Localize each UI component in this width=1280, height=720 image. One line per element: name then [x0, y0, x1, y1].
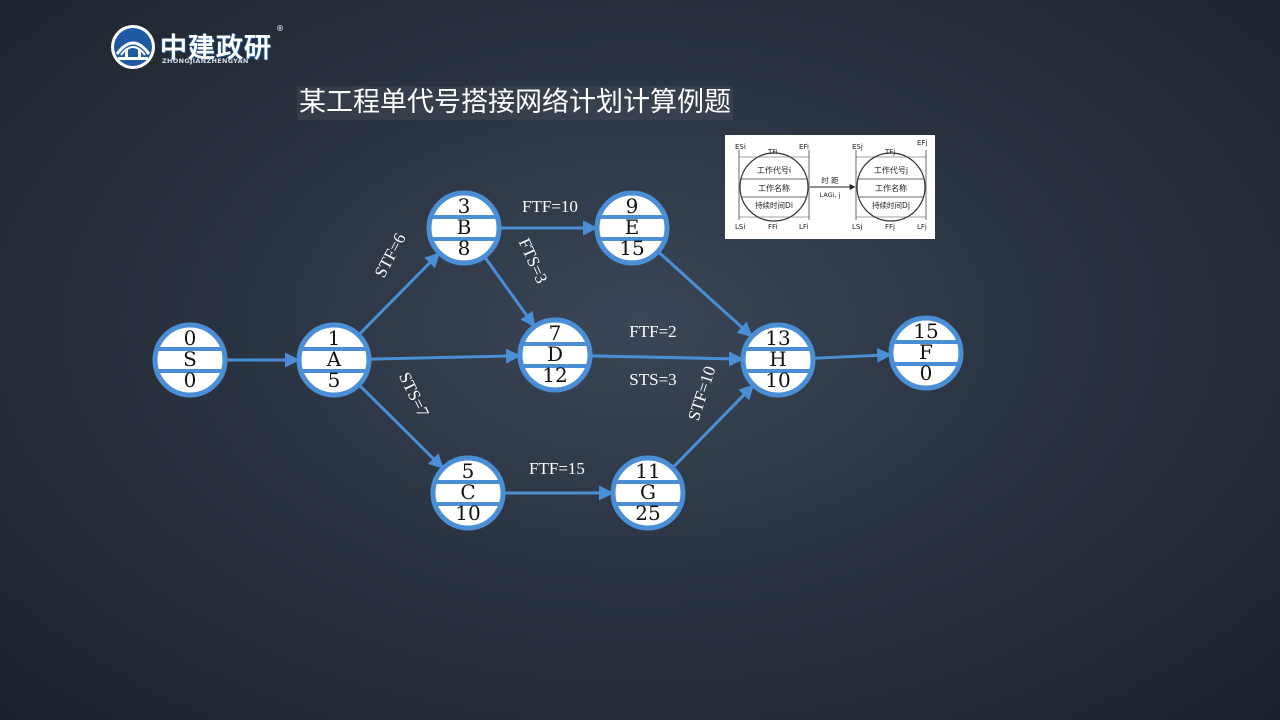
edge-A-C [359, 385, 444, 470]
node-A-top: 1 [328, 326, 341, 350]
node-D-bottom: 12 [542, 363, 567, 387]
legend-left-es: ESi [735, 143, 746, 151]
node-E-top: 9 [626, 194, 639, 218]
edge-D-H [591, 351, 745, 367]
node-G-name: G [640, 480, 656, 504]
edge-H-F [814, 347, 893, 363]
logo-name: 中建政研 [160, 33, 272, 64]
legend-node-notation: 工作代号i 工作名称 持续时间Di ESi TFi EFi LSi FFi LF… [725, 135, 935, 239]
legend-left-ff: FFi [768, 223, 778, 231]
legend-arrow-bottom-label: LAGi, j [820, 191, 841, 199]
legend-left-tf: TFi [767, 148, 778, 156]
node-G-bottom: 25 [635, 501, 660, 525]
edge-label-B-D: FTS=3 [515, 235, 552, 286]
edge-E-H [658, 251, 753, 338]
logo-registered-mark: ® [276, 24, 284, 33]
node-E-bottom: 15 [619, 236, 644, 260]
node-B-top: 3 [458, 194, 471, 218]
company-logo: 中建政研 ® ZHONGJIANZHENGYAN [110, 24, 300, 72]
logo-emblem-icon [111, 25, 155, 69]
node-B-bottom: 8 [458, 236, 471, 260]
legend-diagram: 工作代号i 工作名称 持续时间Di ESi TFi EFi LSi FFi LF… [735, 139, 927, 231]
node-S: 0S0 [152, 322, 228, 398]
legend-left-lf: LFi [799, 223, 808, 231]
legend-right-ef: EFj [917, 139, 927, 147]
legend-right-node: 工作代号j 工作名称 持续时间Dj ESj TFj EFj LSj FFj LF… [852, 139, 927, 231]
node-S-bottom: 0 [184, 368, 197, 392]
legend-right-line-2: 工作名称 [875, 183, 907, 193]
node-C-bottom: 10 [455, 501, 480, 525]
edge-label-G-H: STF=10 [684, 364, 719, 423]
legend-right-ls: LSj [852, 223, 862, 231]
node-A: 1A5 [296, 322, 372, 398]
edge-G-H [672, 384, 755, 468]
logo-subtitle: ZHONGJIANZHENGYAN [162, 57, 249, 65]
edge-label-B-E: FTF=10 [522, 197, 578, 216]
legend-left-ls: LSi [735, 223, 745, 231]
node-G-top: 11 [635, 459, 660, 483]
node-A-name: A [326, 347, 342, 371]
edge-A-D [370, 348, 522, 364]
node-C-top: 5 [462, 459, 475, 483]
legend-left-line-1: 工作代号i [757, 165, 791, 175]
legend-right-line-1: 工作代号j [874, 165, 908, 175]
node-S-name: S [183, 347, 197, 371]
edge-A-B [358, 252, 441, 335]
legend-right-ff: FFj [885, 223, 895, 231]
legend-right-line-3: 持续时间Dj [872, 200, 910, 210]
legend-right-lf: LFj [917, 223, 927, 231]
node-H-top: 13 [765, 326, 790, 350]
legend-right-es: ESj [852, 143, 863, 151]
edge-label-A-C: STS=7 [395, 369, 433, 420]
legend-right-tf: TFj [884, 148, 895, 156]
legend-arrow-top-label: 时 距 [821, 175, 839, 185]
node-H-bottom: 10 [765, 368, 790, 392]
legend-left-line-2: 工作名称 [758, 183, 790, 193]
node-C-name: C [460, 480, 475, 504]
node-F-bottom: 0 [920, 361, 933, 385]
legend-left-line-3: 持续时间Di [755, 200, 793, 210]
node-D-name: D [547, 342, 563, 366]
edge-label-D-H: FTF=2 [629, 322, 676, 341]
legend-left-node: 工作代号i 工作名称 持续时间Di ESi TFi EFi LSi FFi LF… [735, 143, 810, 231]
edge-label-C-G: FTF=15 [529, 459, 585, 478]
edge-label-A-B: STF=6 [371, 230, 410, 281]
node-H-name: H [769, 347, 786, 371]
node-B-name: B [457, 215, 472, 239]
node-B: 3B8 [426, 190, 502, 266]
node-F-top: 15 [913, 319, 938, 343]
node-D-top: 7 [549, 321, 562, 345]
edge-B-D [484, 257, 536, 328]
node-A-bottom: 5 [328, 368, 341, 392]
page-title: 某工程单代号搭接网络计划计算例题 [297, 86, 733, 120]
edge-label-D-H-secondary: STS=3 [629, 370, 676, 389]
legend-left-ef: EFi [799, 143, 809, 151]
node-F-name: F [919, 340, 933, 364]
node-E-name: E [625, 215, 640, 239]
node-S-top: 0 [184, 326, 197, 350]
